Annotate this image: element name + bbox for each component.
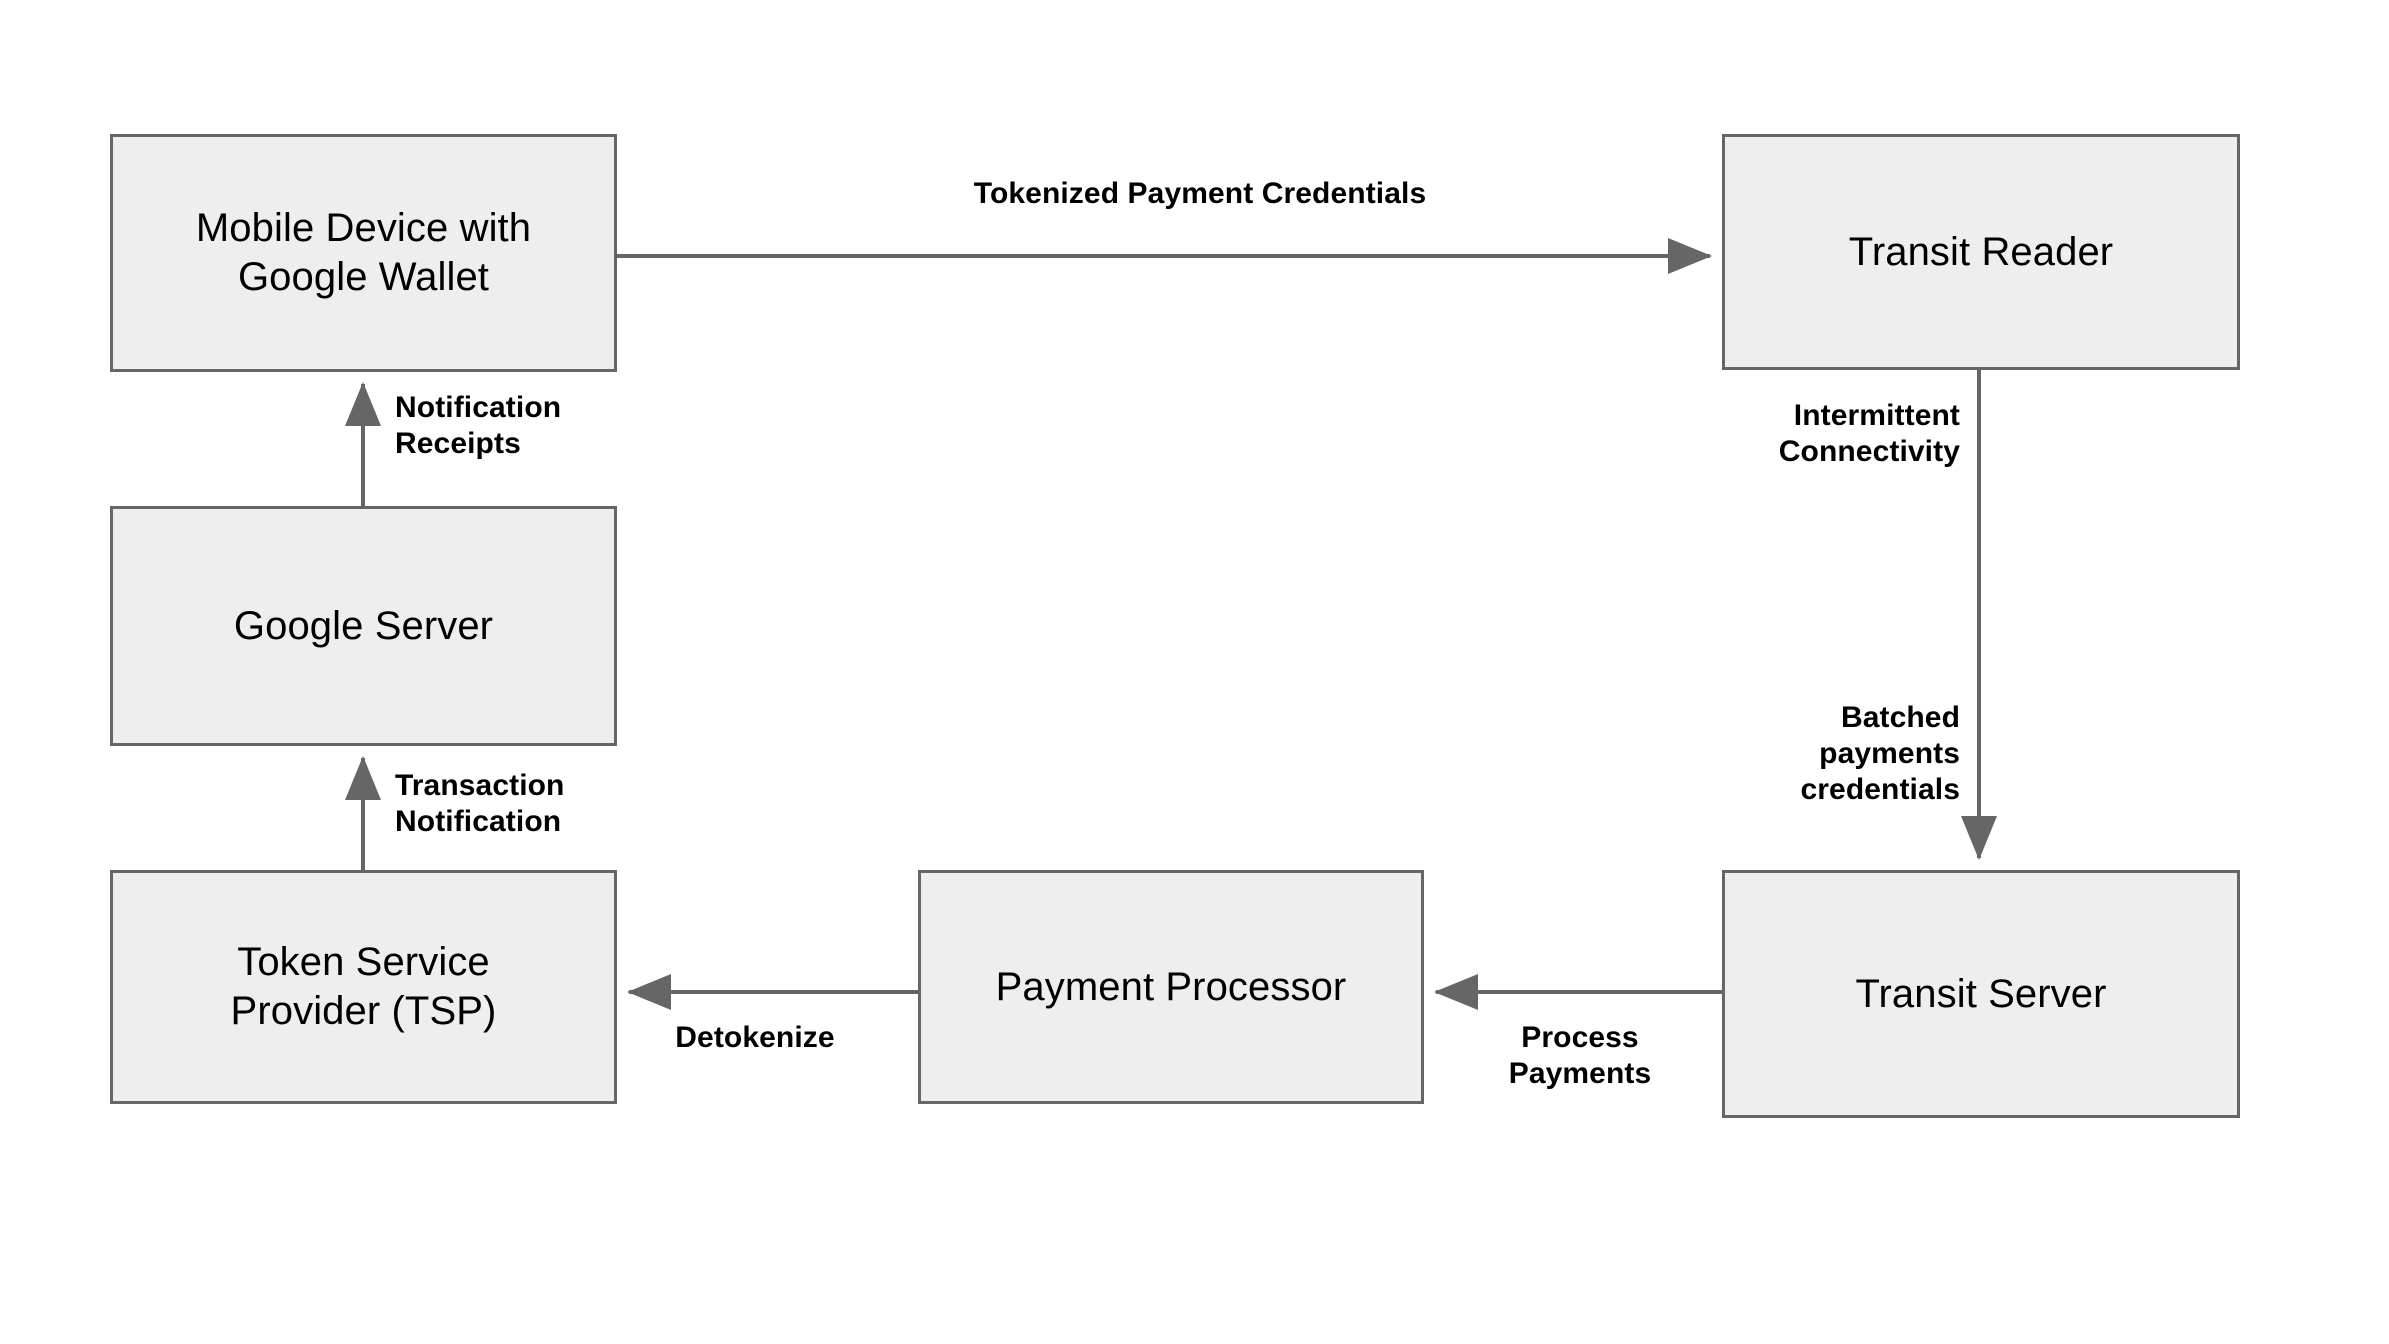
edge-label-detokenize: Detokenize bbox=[675, 1021, 835, 1054]
edge-label-intermittent-connectivity: Intermittent Connectivity bbox=[1778, 399, 1960, 468]
edge-label-transaction-notification: Transaction Notification bbox=[395, 769, 565, 838]
node-google-server[interactable]: Google Server bbox=[110, 506, 617, 746]
edge-label-process-payments: Process Payments bbox=[1508, 1021, 1652, 1090]
edge-label-batched-payments-credentials: Batched payments credentials bbox=[1800, 701, 1960, 806]
edge-label-notification-receipts: Notification Receipts bbox=[395, 391, 562, 460]
node-token-service-provider[interactable]: Token Service Provider (TSP) bbox=[110, 870, 617, 1104]
node-payment-processor[interactable]: Payment Processor bbox=[918, 870, 1424, 1104]
node-transit-reader[interactable]: Transit Reader bbox=[1722, 134, 2240, 370]
edge-label-tokenized-payment-credentials: Tokenized Payment Credentials bbox=[973, 177, 1427, 210]
node-mobile-device[interactable]: Mobile Device with Google Wallet bbox=[110, 134, 617, 372]
node-transit-server[interactable]: Transit Server bbox=[1722, 870, 2240, 1118]
